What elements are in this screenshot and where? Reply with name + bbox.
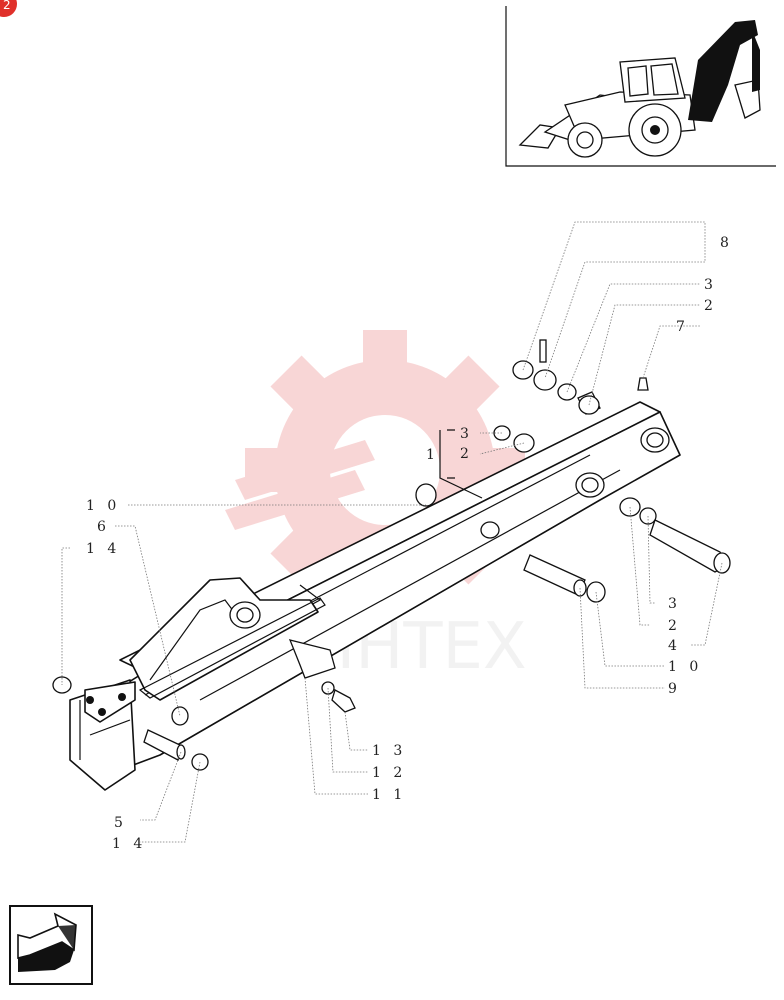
- part-bushing: [533, 369, 557, 391]
- callout-2: 2: [460, 446, 473, 462]
- page-badge: 2: [0, 0, 17, 17]
- dipper-arm: [69, 401, 681, 791]
- backhoe-loader-icon: [518, 20, 761, 158]
- part-grease-nipple: [637, 377, 649, 391]
- callout-2: 2: [668, 618, 681, 634]
- part-pin-small: [143, 729, 183, 761]
- part-bolt: [331, 689, 356, 713]
- parts: [52, 339, 731, 771]
- callout-14: 1 4: [86, 541, 120, 557]
- callout-2: 2: [704, 298, 717, 314]
- machine-thumbnail: [505, 6, 776, 167]
- callout-6: 6: [97, 519, 110, 535]
- callout-11: 1 1: [372, 787, 406, 803]
- callout-10: 1 0: [86, 498, 120, 514]
- callout-1: 1: [426, 447, 439, 463]
- back-arrow-button[interactable]: [9, 905, 93, 985]
- callout-4: 4: [668, 638, 681, 654]
- part-roll-pin: [539, 339, 547, 363]
- callout-7: 7: [676, 319, 689, 335]
- leader-lines: [61, 221, 723, 843]
- part-lock-plate: [288, 639, 336, 679]
- callout-5: 5: [114, 815, 127, 831]
- callout-8: 8: [720, 235, 733, 251]
- callout-labels: 8 3 2 7 3 2 1 1 0 6 1 4 3 2 4 1 0 9 1 3 …: [86, 235, 733, 852]
- callout-9: 9: [668, 681, 681, 697]
- callout-3: 3: [668, 596, 681, 612]
- callout-12: 1 2: [372, 765, 406, 781]
- back-arrow-icon: [17, 912, 77, 972]
- page-badge-text: 2: [3, 0, 11, 12]
- callout-14: 1 4: [112, 836, 146, 852]
- callout-13: 1 3: [372, 743, 406, 759]
- callout-3: 3: [460, 426, 473, 442]
- callout-3: 3: [704, 277, 717, 293]
- callout-10: 1 0: [668, 659, 702, 675]
